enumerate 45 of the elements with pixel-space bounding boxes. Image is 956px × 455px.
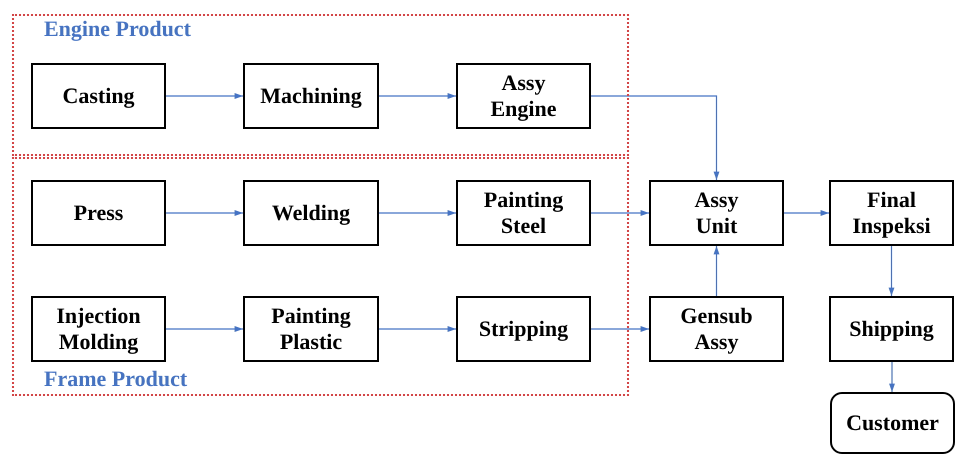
arrow <box>591 95 720 180</box>
node-label: Final Inspeksi <box>852 187 931 239</box>
node-label: Casting <box>62 83 135 109</box>
process-box <box>829 180 954 246</box>
node-label: Shipping <box>849 316 934 342</box>
group-title: Engine Product <box>44 16 191 42</box>
terminal-box <box>830 392 955 454</box>
process-box <box>31 180 166 246</box>
arrow <box>379 93 456 99</box>
arrow <box>166 210 243 216</box>
process-box <box>456 63 591 129</box>
arrow <box>591 210 649 216</box>
node-label: Stripping <box>478 316 568 342</box>
process-box <box>31 296 166 362</box>
node-label: Assy Unit <box>694 187 738 239</box>
node-label: Gensub Assy <box>680 303 753 355</box>
process-box <box>649 296 784 362</box>
node-label: Customer <box>846 410 939 436</box>
arrow <box>379 210 456 216</box>
arrow <box>166 326 243 332</box>
arrow <box>784 210 829 216</box>
group-frame <box>12 157 629 396</box>
process-box <box>243 63 379 129</box>
arrow <box>888 246 894 296</box>
arrow <box>714 246 720 296</box>
arrow <box>591 326 649 332</box>
arrow <box>379 326 456 332</box>
process-box <box>829 296 954 362</box>
process-box <box>243 296 379 362</box>
process-box <box>649 180 784 246</box>
arrow <box>889 362 895 392</box>
arrow <box>166 93 243 99</box>
process-box <box>456 296 591 362</box>
group-frame <box>12 14 629 156</box>
node-label: Welding <box>272 200 350 226</box>
process-box <box>243 180 379 246</box>
group-title: Frame Product <box>44 366 188 392</box>
process-box <box>456 180 591 246</box>
node-label: Injection Molding <box>56 303 141 355</box>
process-box <box>31 63 166 129</box>
node-label: Machining <box>260 83 362 109</box>
node-label: Painting Plastic <box>271 303 351 355</box>
node-label: Press <box>74 200 124 226</box>
node-label: Painting Steel <box>484 187 564 239</box>
node-label: Assy Engine <box>490 70 557 122</box>
